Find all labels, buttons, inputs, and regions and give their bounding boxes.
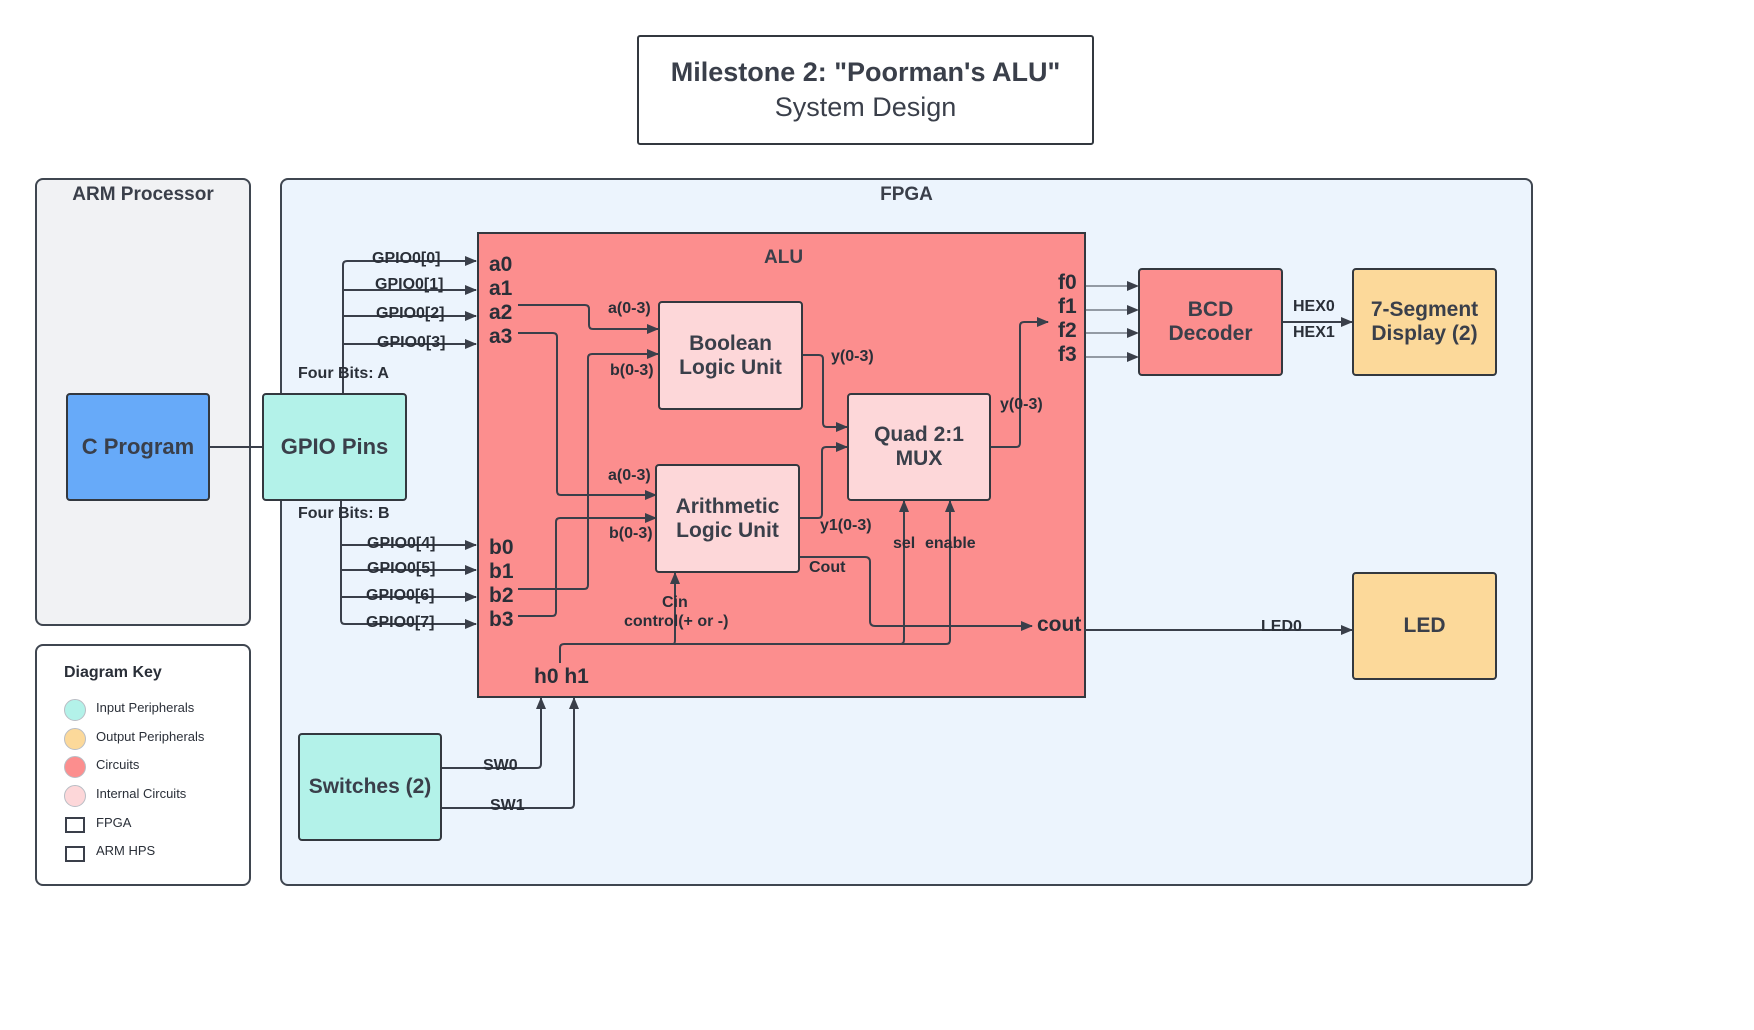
- internal-circuits-swatch: [64, 785, 86, 807]
- gpio-pin-label: GPIO0[7]: [366, 614, 435, 631]
- signal-label: b(0-3): [610, 362, 654, 379]
- alu-port-f0: f0: [1058, 271, 1077, 294]
- fpga-label: FPGA: [880, 184, 933, 205]
- title-sub: System Design: [774, 92, 957, 122]
- signal-label: a(0-3): [608, 300, 651, 317]
- alu-port-a2: a2: [489, 301, 513, 324]
- alu-label: ALU: [764, 247, 804, 268]
- quad-mux: Quad 2:1 MUX: [847, 393, 991, 501]
- switches-box: Switches (2): [298, 733, 442, 841]
- gpio-pin-label: GPIO0[4]: [367, 535, 436, 552]
- hex1-label: HEX1: [1293, 324, 1335, 341]
- gpio-pin-label: GPIO0[2]: [376, 305, 445, 322]
- gpio-pin-label: GPIO0[3]: [377, 334, 446, 351]
- alu-port-cout: cout: [1037, 613, 1082, 636]
- key-item-label: Input Peripherals: [96, 700, 195, 715]
- title-main: Milestone 2: "Poorman's ALU": [670, 57, 1061, 87]
- seven-segment-display: 7-Segment Display (2): [1352, 268, 1497, 376]
- alu-port-a0: a0: [489, 253, 513, 276]
- arithmetic-logic-unit: Arithmetic Logic Unit: [655, 464, 800, 573]
- gpio-pin-label: GPIO0[6]: [366, 587, 435, 604]
- led-box: LED: [1352, 572, 1497, 680]
- arm-hps-key-swatch: [65, 846, 85, 862]
- gpio-group-a-label: Four Bits: A: [298, 365, 389, 382]
- signal-label: Cout: [809, 559, 846, 576]
- key-item-label: FPGA: [96, 815, 132, 830]
- gpio-pin-label: GPIO0[5]: [367, 560, 436, 577]
- signal-label: a(0-3): [608, 467, 651, 484]
- signal-label: sel: [893, 535, 916, 552]
- alu-port-f3: f3: [1058, 343, 1077, 366]
- gpio-pins-box: GPIO Pins: [262, 393, 407, 501]
- fpga-key-swatch: [65, 817, 85, 833]
- c-program-box: C Program: [66, 393, 210, 501]
- signal-label: Cin: [662, 594, 688, 611]
- led0-label: LED0: [1261, 618, 1302, 635]
- key-item-label: Circuits: [96, 757, 140, 772]
- sw0-label: SW0: [483, 757, 518, 774]
- input-peripherals-swatch: [64, 699, 86, 721]
- output-peripherals-swatch: [64, 728, 86, 750]
- gpio-pin-label: GPIO0[1]: [375, 276, 444, 293]
- signal-label: y(0-3): [1000, 396, 1043, 413]
- alu-port-h: h0 h1: [534, 665, 589, 688]
- alu-port-a1: a1: [489, 277, 513, 300]
- circuits-swatch: [64, 756, 86, 778]
- signal-label: y1(0-3): [820, 517, 872, 534]
- alu-port-a3: a3: [489, 325, 513, 348]
- hex0-label: HEX0: [1293, 298, 1335, 315]
- key-item-label: Output Peripherals: [96, 729, 205, 744]
- alu-port-b1: b1: [489, 560, 514, 583]
- key-item-label: ARM HPS: [96, 843, 156, 858]
- key-item-label: Internal Circuits: [96, 786, 187, 801]
- alu-port-f1: f1: [1058, 295, 1077, 318]
- signal-label: control(+ or -): [624, 613, 729, 630]
- alu-port-b3: b3: [489, 608, 514, 631]
- alu-port-f2: f2: [1058, 319, 1077, 342]
- diagram-key-title: Diagram Key: [64, 664, 162, 681]
- signal-label: b(0-3): [609, 525, 653, 542]
- signal-label: enable: [925, 535, 976, 552]
- gpio-pin-label: GPIO0[0]: [372, 250, 441, 267]
- sw1-label: SW1: [490, 797, 525, 814]
- signal-label: y(0-3): [831, 348, 874, 365]
- alu-port-b0: b0: [489, 536, 514, 559]
- gpio-group-b-label: Four Bits: B: [298, 505, 390, 522]
- title-box: Milestone 2: "Poorman's ALU" System Desi…: [637, 35, 1094, 145]
- bcd-decoder: BCD Decoder: [1138, 268, 1283, 376]
- boolean-logic-unit: Boolean Logic Unit: [658, 301, 803, 410]
- arm-processor-label: ARM Processor: [72, 184, 214, 205]
- alu-port-b2: b2: [489, 584, 514, 607]
